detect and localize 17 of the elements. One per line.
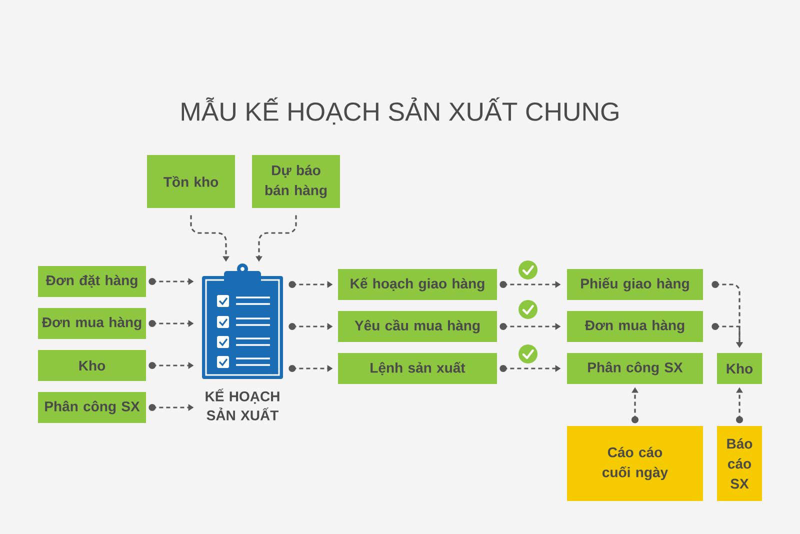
- node-caption: KẾ HOẠCH SẢN XUẤT: [206, 388, 280, 420]
- process-box: Yêu cầu mua hàng: [338, 311, 497, 342]
- process-box: Tồn kho: [147, 155, 235, 208]
- process-box: Kho: [717, 353, 762, 384]
- report-box: Cáo cáo cuối ngày: [567, 426, 703, 501]
- process-box: Đơn đặt hàng: [38, 266, 146, 297]
- process-box: Phân công SX: [567, 353, 703, 384]
- process-box: Phân công SX: [38, 392, 146, 423]
- process-box: Kế hoạch giao hàng: [338, 269, 497, 300]
- process-box: Kho: [38, 350, 146, 381]
- process-box: Đơn mua hàng: [38, 308, 146, 339]
- title: MẪU KẾ HOẠCH SẢN XUẤT CHUNG: [182, 97, 618, 125]
- report-box: Báo cáo SX: [717, 426, 762, 501]
- process-box: Lệnh sản xuất: [338, 353, 497, 384]
- process-box: Phiếu giao hàng: [567, 269, 703, 300]
- process-box: Dự báo bán hàng: [252, 155, 340, 208]
- process-box: Đơn mua hàng: [567, 311, 703, 342]
